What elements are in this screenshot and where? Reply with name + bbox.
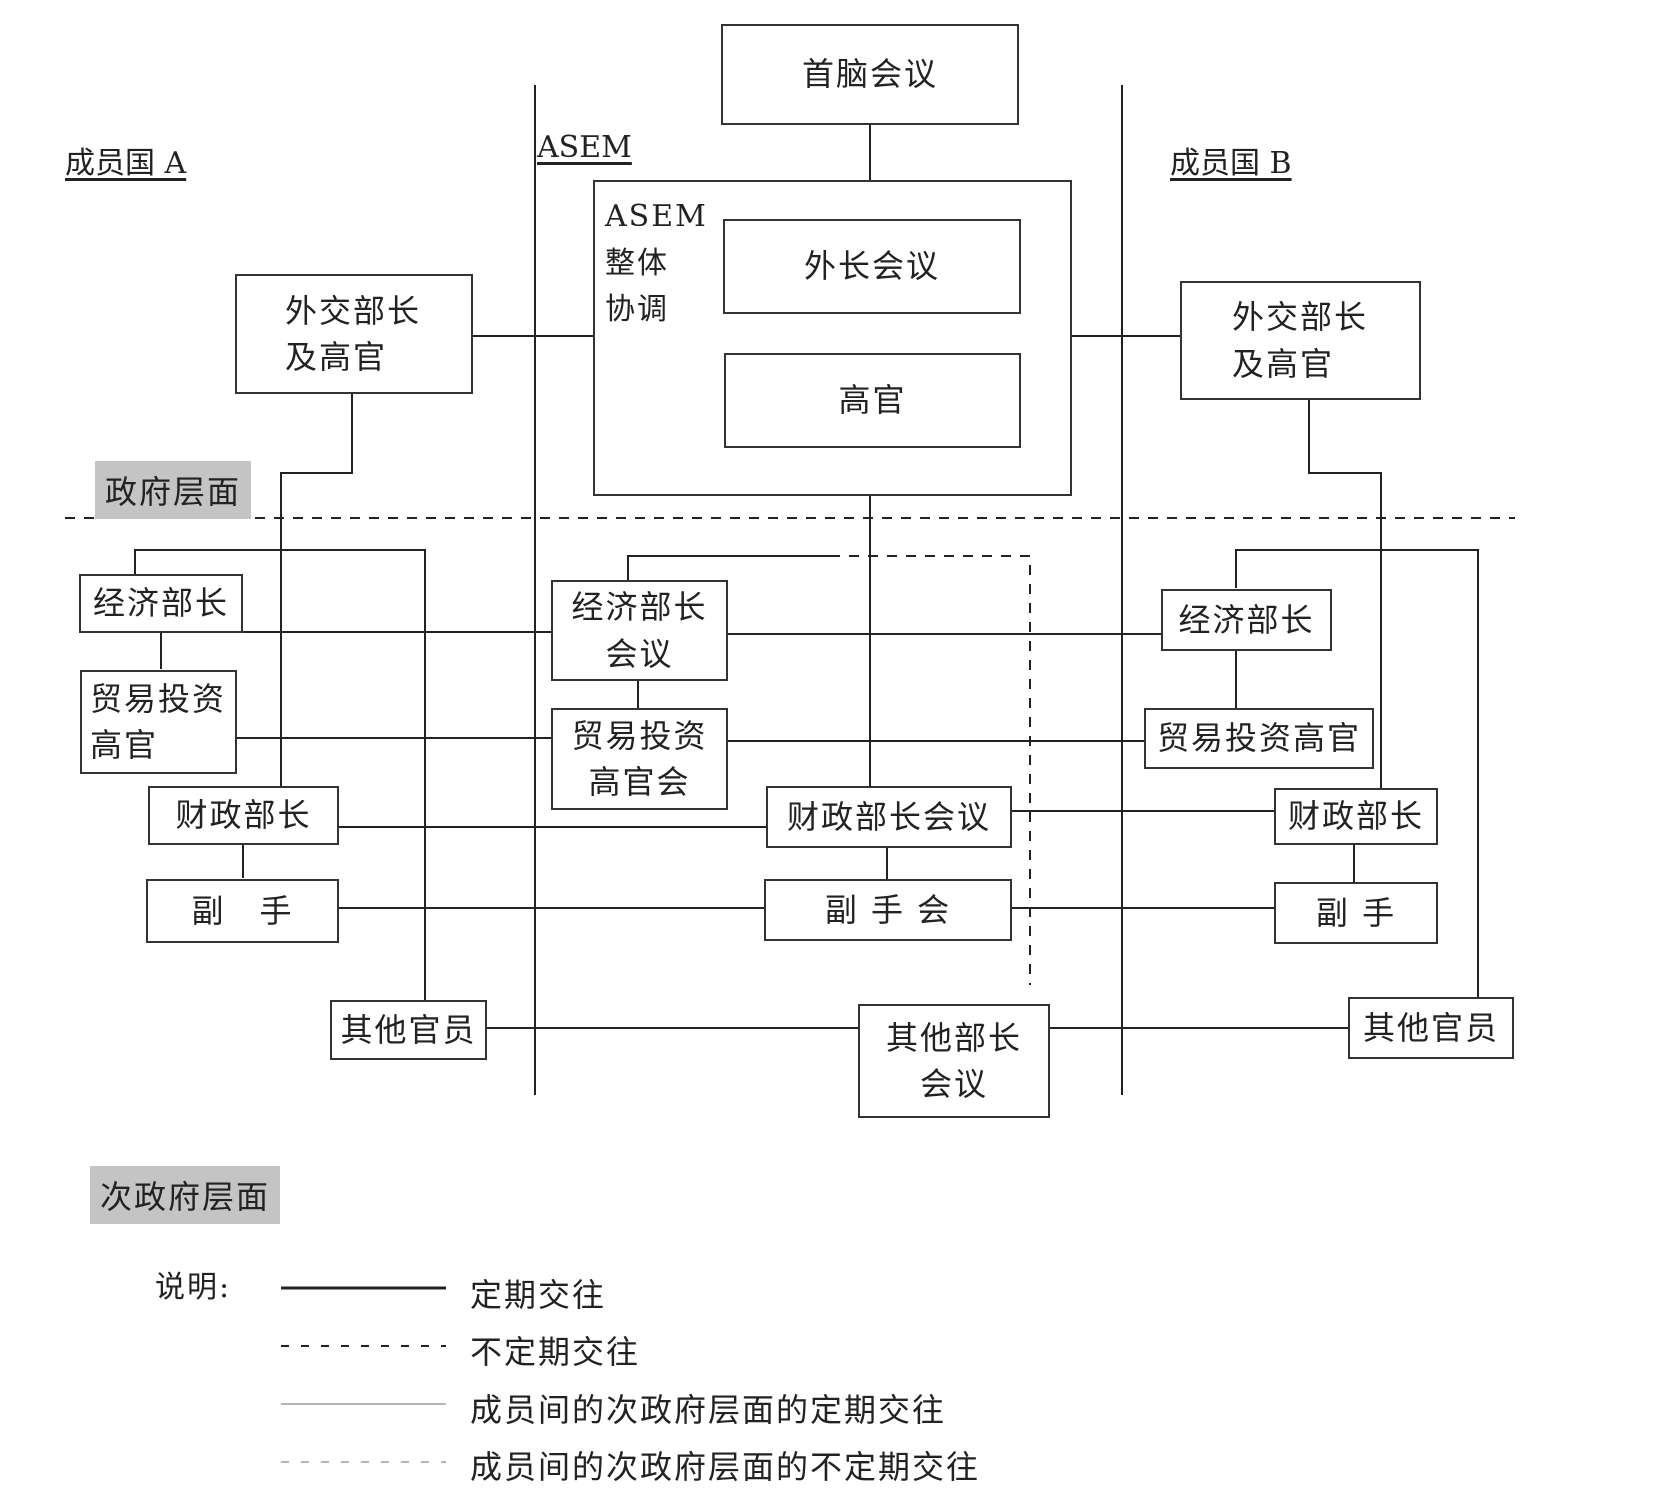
header-member-b: 成员国 B xyxy=(1170,146,1292,181)
foreign-ministers-meeting-box: 外长会议 xyxy=(723,219,1021,314)
a-trade-box: 贸易投资 高官 xyxy=(80,670,237,774)
econ-ministers-meeting-line-1: 经济部长 xyxy=(571,588,708,627)
b-foreign-line-2: 及高官 xyxy=(1232,344,1335,383)
center-econ-top xyxy=(627,555,830,580)
legend-item-regular: 定期交往 xyxy=(470,1276,607,1314)
a-deputy-label: 副 手 xyxy=(191,891,294,930)
b-deputy-label: 副 手 xyxy=(1315,893,1397,932)
b-econ-box: 经济部长 xyxy=(1161,589,1332,651)
b-deputy-box: 副 手 xyxy=(1274,882,1438,944)
econ-ministers-meeting-box: 经济部长 会议 xyxy=(551,580,728,681)
a-econ-bracket xyxy=(134,549,426,1000)
a-finance-label: 财政部长 xyxy=(175,796,312,835)
summit-box: 首脑会议 xyxy=(721,24,1019,125)
b-foreign-down xyxy=(1308,400,1382,788)
senior-officials-box: 高官 xyxy=(724,353,1021,448)
econ-ministers-meeting-line-2: 会议 xyxy=(605,634,674,673)
a-deputy-box: 副 手 xyxy=(146,879,339,943)
a-foreign-line-1: 外交部长 xyxy=(285,291,422,330)
center-econ-dashed xyxy=(830,555,1031,985)
foreign-ministers-meeting-label: 外长会议 xyxy=(803,247,940,286)
deputies-meeting-box: 副 手 会 xyxy=(764,879,1012,941)
summit-label: 首脑会议 xyxy=(801,55,938,94)
a-others-label: 其他官员 xyxy=(340,1010,477,1049)
a-econ-box: 经济部长 xyxy=(79,574,243,633)
a-foreign-box: 外交部长 及高官 xyxy=(235,274,473,394)
a-trade-line-2: 高官 xyxy=(90,726,159,764)
a-foreign-down xyxy=(280,393,353,786)
a-others-box: 其他官员 xyxy=(330,1000,487,1060)
asem-coordination-line-2: 整体 xyxy=(605,245,669,281)
b-econ-bracket xyxy=(1235,549,1479,998)
b-foreign-line-1: 外交部长 xyxy=(1232,298,1369,337)
b-trade-box: 贸易投资高官 xyxy=(1144,708,1374,769)
other-ministers-meeting-box: 其他部长 会议 xyxy=(858,1004,1050,1118)
a-foreign-line-2: 及高官 xyxy=(285,338,388,376)
b-trade-label: 贸易投资高官 xyxy=(1156,719,1361,758)
a-finance-box: 财政部长 xyxy=(148,786,339,845)
b-others-label: 其他官员 xyxy=(1362,1008,1499,1047)
senior-officials-label: 高官 xyxy=(838,381,907,420)
a-econ-label: 经济部长 xyxy=(92,584,229,623)
legend-item-sub-regular: 成员间的次政府层面的定期交往 xyxy=(470,1391,947,1429)
other-ministers-meeting-line-1: 其他部长 xyxy=(885,1018,1022,1057)
trade-invest-meeting-line-2: 高官会 xyxy=(588,763,691,801)
header-member-a: 成员国 A xyxy=(65,146,187,181)
finance-ministers-meeting-box: 财政部长会议 xyxy=(766,786,1012,848)
b-econ-label: 经济部长 xyxy=(1178,600,1315,639)
trade-invest-meeting-box: 贸易投资 高官会 xyxy=(551,708,728,810)
legend-item-sub-irregular: 成员间的次政府层面的不定期交往 xyxy=(470,1448,981,1486)
b-foreign-box: 外交部长 及高官 xyxy=(1180,281,1421,400)
asem-coordination-line-3: 协调 xyxy=(605,292,669,327)
legend-item-irregular: 不定期交往 xyxy=(470,1333,641,1371)
a-trade-line-1: 贸易投资 xyxy=(90,679,227,718)
b-finance-box: 财政部长 xyxy=(1274,788,1438,845)
b-finance-label: 财政部长 xyxy=(1287,797,1424,836)
legend-title: 说明: xyxy=(155,1270,232,1305)
other-ministers-meeting-line-2: 会议 xyxy=(919,1065,988,1103)
trade-invest-meeting-line-1: 贸易投资 xyxy=(571,716,708,755)
sub-government-level-tag: 次政府层面 xyxy=(90,1166,281,1224)
deputies-meeting-label: 副 手 会 xyxy=(824,890,952,929)
b-others-box: 其他官员 xyxy=(1348,997,1514,1059)
header-asem: ASEM xyxy=(537,130,632,165)
asem-coordination-line-1: ASEM xyxy=(605,199,708,234)
finance-ministers-meeting-label: 财政部长会议 xyxy=(786,797,991,836)
government-level-tag: 政府层面 xyxy=(95,461,252,519)
